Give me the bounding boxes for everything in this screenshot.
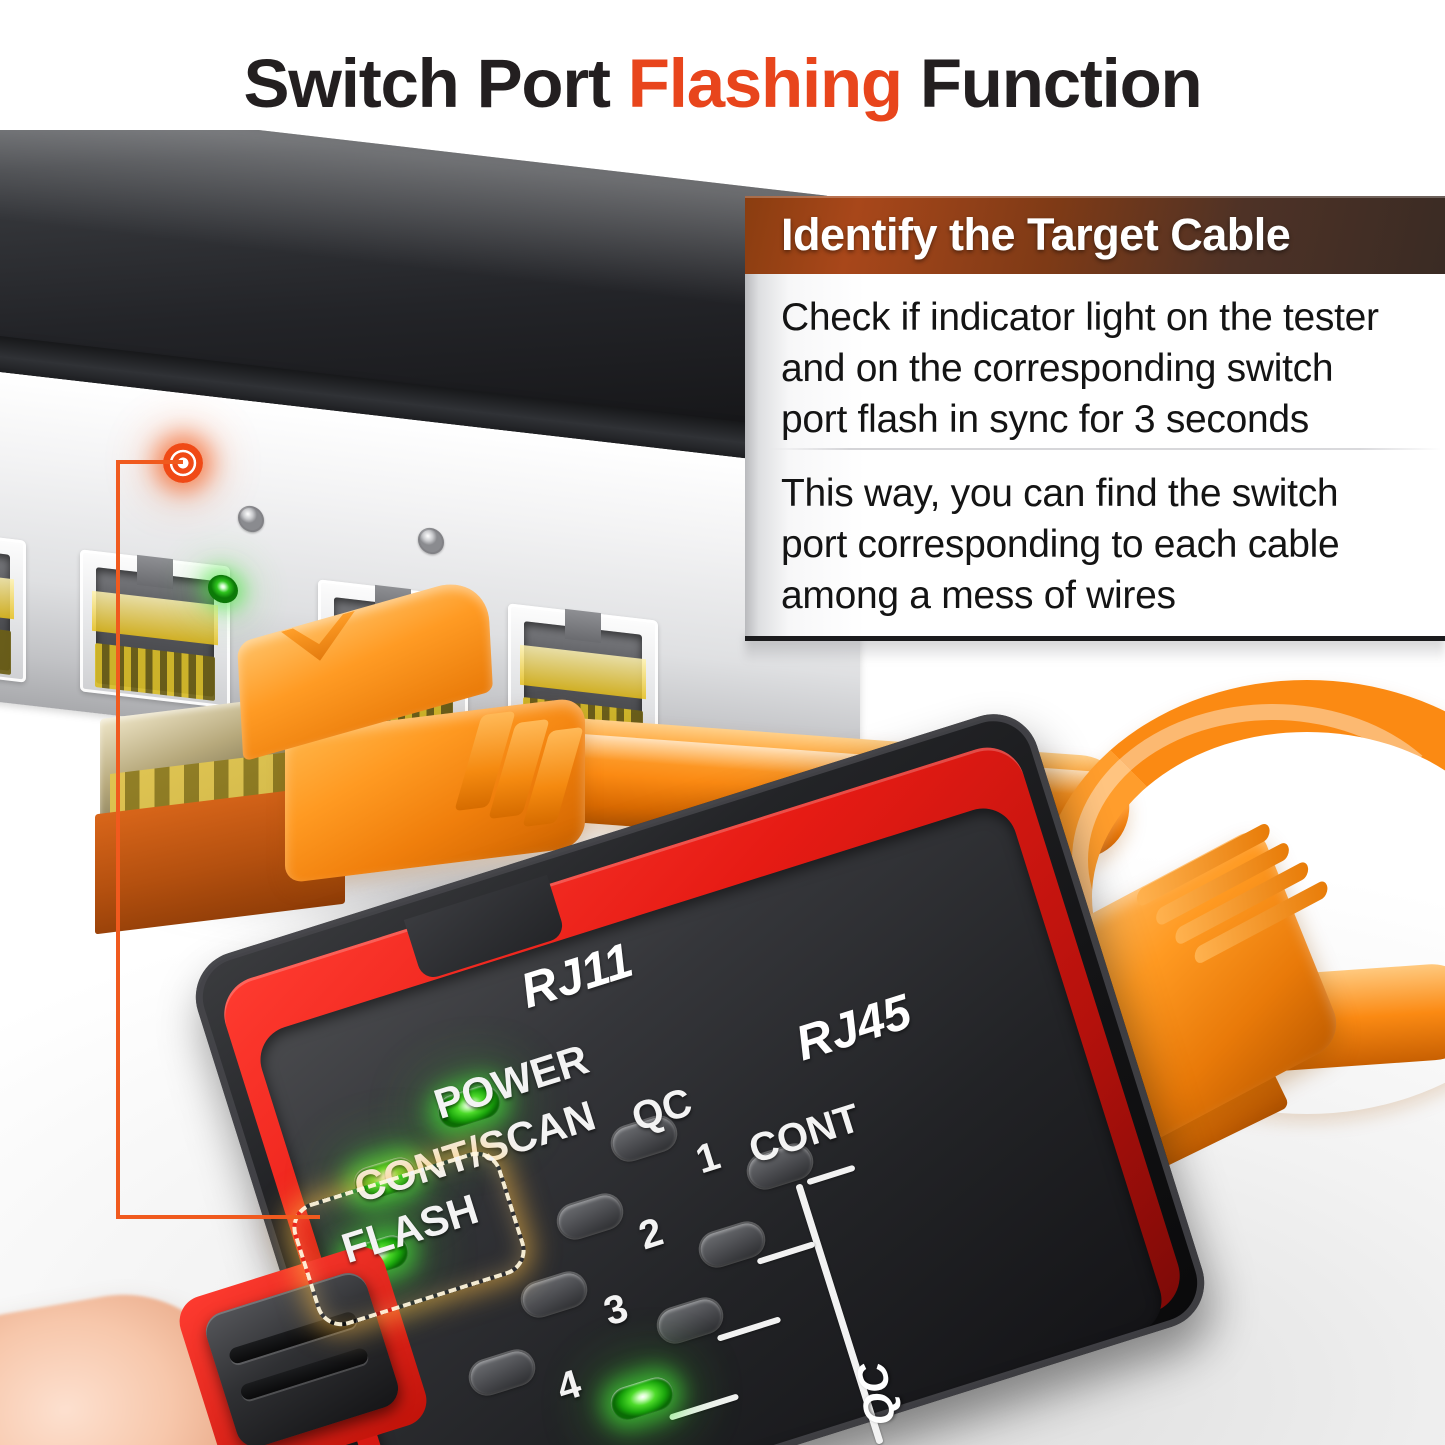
callout-marker-switch-led — [163, 443, 203, 483]
title-part-1: Switch Port — [243, 45, 628, 122]
panel-divider — [769, 448, 1441, 450]
switch-port-2 — [80, 549, 230, 709]
page-title: Switch Port Flashing Function — [0, 44, 1445, 130]
port-tab — [137, 554, 173, 590]
info-panel: Identify the Target Cable Check if indic… — [745, 196, 1445, 641]
title-part-2: Function — [901, 45, 1203, 122]
panel-header: Identify the Target Cable — [745, 196, 1445, 274]
panel-paragraph-2: This way, you can find the switch port c… — [781, 472, 1340, 617]
panel-paragraph-1: Check if indicator light on the tester a… — [781, 296, 1379, 441]
switch-port-1 — [0, 523, 26, 683]
panel-heading: Identify the Target Cable — [781, 209, 1291, 260]
title-accent: Flashing — [627, 45, 903, 122]
